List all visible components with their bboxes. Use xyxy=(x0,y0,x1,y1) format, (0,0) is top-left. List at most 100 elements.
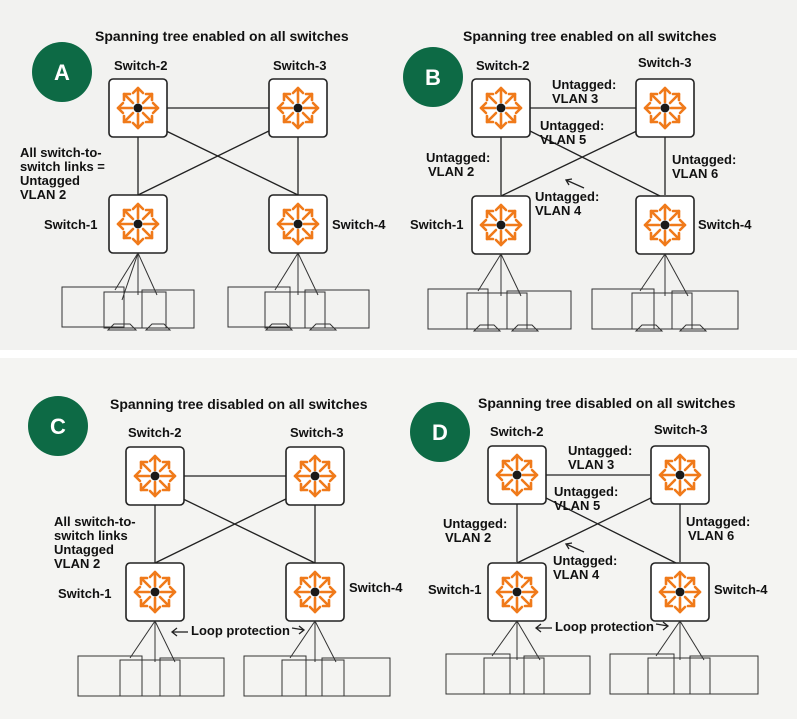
switch-3-label: Switch-3 xyxy=(654,422,707,437)
computer-icon xyxy=(159,657,225,697)
arrowhead-icon xyxy=(662,621,670,631)
vlan5-label-line-1: Untagged: xyxy=(554,484,618,499)
panel-d-links xyxy=(516,474,681,564)
link-s2-s4 xyxy=(539,494,677,564)
computer-stand-icon xyxy=(634,324,664,332)
link-s3-s1 xyxy=(500,127,644,197)
bottom-panel-background xyxy=(0,358,797,719)
arrowhead-icon xyxy=(298,625,306,635)
computer-icon xyxy=(227,286,291,328)
vlan5-label-line-2: VLAN 5 xyxy=(554,498,600,513)
vlan4-label-line-1: Untagged: xyxy=(535,189,599,204)
panel-d-badge xyxy=(410,402,470,462)
arrowhead-icon xyxy=(534,623,542,633)
switch-3-icon xyxy=(649,444,711,506)
computer-icon xyxy=(103,291,167,329)
switch-2-icon xyxy=(124,445,186,507)
computer-icon xyxy=(689,655,759,695)
switch-1-icon xyxy=(470,194,532,256)
switch-3-icon xyxy=(284,445,346,507)
vlan2-label-line-1: Untagged: xyxy=(426,150,490,165)
computer-icon xyxy=(427,288,489,330)
loop-protection-label: Loop protection xyxy=(191,623,290,638)
arrow-icon xyxy=(565,179,585,189)
vlan6-label-line-2: VLAN 6 xyxy=(688,528,734,543)
computer-stand-icon xyxy=(472,324,502,332)
switch-4-label: Switch-4 xyxy=(714,582,768,597)
computer-icon xyxy=(281,659,345,697)
computer-icon xyxy=(61,286,125,328)
switch-1-label: Switch-1 xyxy=(428,582,481,597)
switch-1-icon xyxy=(107,193,169,255)
switch-4-label: Switch-4 xyxy=(698,217,752,232)
computer-icon xyxy=(609,653,675,695)
link-s2-s4 xyxy=(523,127,661,197)
switch-3-icon xyxy=(634,77,696,139)
link-note-line-4: VLAN 2 xyxy=(20,187,66,202)
panel-d-title: Spanning tree disabled on all switches xyxy=(478,395,736,411)
switch-1-icon xyxy=(124,561,186,623)
computer-stand-icon xyxy=(106,323,138,331)
vlan3-label-line-2: VLAN 3 xyxy=(552,91,598,106)
switch-1-label: Switch-1 xyxy=(44,217,97,232)
computer-stand-icon xyxy=(678,324,708,332)
panel-c-links xyxy=(154,475,316,564)
panel-a-links xyxy=(137,107,299,196)
switch-1-icon xyxy=(486,561,548,623)
link-s3-s1 xyxy=(154,495,293,564)
computer-icon xyxy=(119,659,181,697)
panel-a-computers xyxy=(61,252,370,331)
panel-c-computers xyxy=(77,620,391,697)
switch-1-label: Switch-1 xyxy=(58,586,111,601)
switch-3-label: Switch-3 xyxy=(273,58,326,73)
panel-d-badge-label: D xyxy=(432,420,448,445)
switch-4-icon xyxy=(267,193,329,255)
loop-protection-label: Loop protection xyxy=(555,619,654,634)
panel-c-badge xyxy=(28,396,88,456)
vlan4-label-line-1: Untagged: xyxy=(553,553,617,568)
switch-2-label: Switch-2 xyxy=(128,425,181,440)
computer-icon xyxy=(483,657,545,695)
link-note-line-4: VLAN 2 xyxy=(54,556,100,571)
computer-stand-icon xyxy=(510,324,540,332)
computer-icon xyxy=(523,655,591,695)
vlan3-label-line-2: VLAN 3 xyxy=(568,457,614,472)
switch-2-icon xyxy=(107,77,169,139)
link-s2-s4 xyxy=(159,127,299,196)
vlan4-label-line-2: VLAN 4 xyxy=(535,203,582,218)
loop-arrow-icon xyxy=(655,623,669,627)
switch-1-label: Switch-1 xyxy=(410,217,463,232)
panel-d-computers xyxy=(445,620,759,695)
panel-b: B Spanning tree enabled on all switches … xyxy=(403,28,752,332)
computer-icon xyxy=(264,291,326,329)
switch-2-icon xyxy=(486,444,548,506)
switch-4-icon xyxy=(649,561,711,623)
vlan3-label-line-1: Untagged: xyxy=(552,77,616,92)
link-note-line-1: All switch-to- xyxy=(54,514,136,529)
computer-icon xyxy=(243,655,307,697)
computer-icon xyxy=(647,657,711,695)
computer-icon xyxy=(506,290,572,330)
link-note-line-2: switch links xyxy=(54,528,128,543)
loop-arrow-icon xyxy=(291,627,305,631)
arrowhead-icon xyxy=(564,178,573,186)
vlan6-label-line-1: Untagged: xyxy=(672,152,736,167)
link-s2-s4 xyxy=(176,495,316,564)
vlan2-label-line-2: VLAN 2 xyxy=(445,530,491,545)
computer-stand-icon xyxy=(264,323,294,331)
link-note-line-1: All switch-to- xyxy=(20,145,102,160)
computer-icon xyxy=(445,653,511,695)
panel-a-badge-label: A xyxy=(54,60,70,85)
computer-icon xyxy=(631,292,693,330)
switch-4-icon xyxy=(284,561,346,623)
vlan2-label-line-1: Untagged: xyxy=(443,516,507,531)
computer-icon xyxy=(77,655,143,697)
panel-b-badge xyxy=(403,47,463,107)
panel-c: C Spanning tree disabled on all switches… xyxy=(28,396,403,697)
panel-d: D Spanning tree disabled on all switches… xyxy=(410,395,768,695)
vlan6-label-line-1: Untagged: xyxy=(686,514,750,529)
switch-4-label: Switch-4 xyxy=(332,217,386,232)
computer-icon xyxy=(304,289,370,329)
vlan5-label-line-2: VLAN 5 xyxy=(540,132,586,147)
